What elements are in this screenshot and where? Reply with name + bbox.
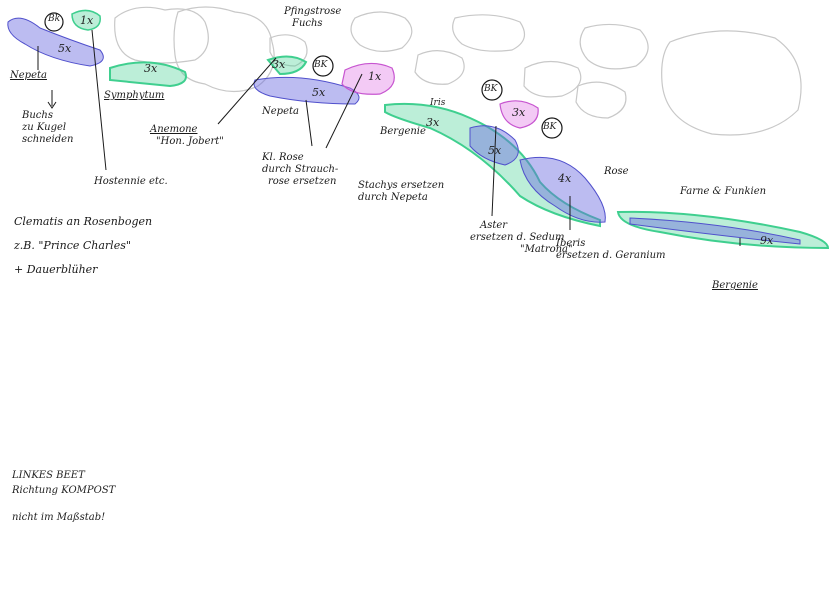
plant-count: 3x	[512, 106, 526, 119]
background-outlines	[114, 6, 802, 136]
kl-rose-line: Kl. Rose	[262, 152, 304, 163]
pfingstrose-patch	[266, 55, 308, 76]
bk-circle	[541, 117, 563, 139]
shrub-outline	[173, 6, 275, 93]
shrub-outline	[114, 6, 209, 64]
iberis-drift	[519, 156, 606, 223]
bergenie-mid-strip	[384, 102, 601, 228]
stachys-line: durch Nepeta	[358, 192, 428, 203]
plant-count: 1x	[80, 14, 94, 27]
aster-drift	[469, 125, 519, 166]
iberis-note: Iberis ersetzen d. Geranium	[556, 238, 666, 262]
shrub-outline	[523, 60, 582, 98]
plant-count: 3x	[426, 116, 440, 129]
iris-label: Iris	[430, 98, 446, 108]
bergenie-mid-label: Bergenie	[380, 126, 426, 137]
spacer	[12, 498, 115, 510]
buchs-note-line: schneiden	[22, 134, 74, 145]
anemone-label: Anemone	[150, 124, 198, 135]
bergenie-right-label: Bergenie	[712, 280, 758, 291]
clematis-line: z.B. "Prince Charles"	[14, 239, 131, 252]
bk-count: BK	[543, 122, 557, 132]
kl-rose-line: rose ersetzen	[268, 176, 337, 187]
nepeta-drifts	[7, 17, 801, 245]
farne-label: Farne & Funkien	[680, 186, 767, 197]
shrub-outline	[350, 11, 413, 52]
buchs-note: Buchs zu Kugel schneiden	[22, 110, 74, 146]
bk-count: BK	[314, 60, 328, 70]
shrub-outline	[579, 23, 649, 70]
pointer-line	[217, 57, 277, 125]
kl-rose-shape	[341, 62, 395, 95]
bk-markers	[44, 12, 563, 139]
plant-count: 3x	[272, 58, 286, 71]
small-green-circle	[71, 9, 101, 31]
shrub-outline	[575, 81, 627, 119]
aster-note: Aster ersetzen d. Sedum "Matrona"	[470, 220, 573, 256]
iberis-line: ersetzen d. Geranium	[556, 250, 666, 261]
pfingstrose-label: Pfingstrose Fuchs	[284, 6, 341, 30]
plant-count: 4x	[558, 172, 572, 185]
clematis-note: Clematis an Rosenbogen z.B. "Prince Char…	[14, 210, 152, 282]
plant-count: 5x	[488, 144, 502, 157]
plant-count: 1x	[368, 70, 382, 83]
shrub-outline	[269, 34, 308, 67]
shrub-outline	[414, 50, 465, 85]
pointer-line	[305, 99, 313, 147]
aster-line: Aster	[480, 220, 508, 231]
plant-count: 3x	[144, 62, 158, 75]
pfingstrose-line: Pfingstrose	[284, 6, 342, 17]
shrub-outline	[452, 14, 526, 52]
bed-note: LINKES BEET Richtung KOMPOST nicht im Ma…	[12, 468, 115, 525]
kl-rose-line: durch Strauch-	[262, 164, 339, 175]
nepeta-center-label: Nepeta	[262, 106, 299, 117]
pointer-arrowhead	[47, 101, 57, 109]
bed-note-line: Richtung KOMPOST	[12, 485, 116, 496]
scale-note: nicht im Maßstab!	[12, 512, 106, 523]
buchs-note-line: Buchs	[22, 110, 53, 121]
symphytum-label: Symphytum	[104, 90, 165, 101]
bk-circle	[312, 55, 334, 77]
plant-count: 5x	[312, 86, 326, 99]
pointer-lines	[37, 29, 741, 246]
pointer-line	[91, 29, 107, 171]
iberis-line: Iberis	[556, 238, 586, 249]
bed-note-line: LINKES BEET	[12, 470, 85, 481]
iris-pink-shape	[499, 100, 539, 129]
stachys-note: Stachys ersetzen durch Nepeta	[358, 180, 444, 204]
plant-count: 9x	[760, 234, 774, 247]
bk-count: Bk	[48, 14, 61, 24]
clematis-line: + Dauerblüher	[14, 263, 98, 276]
pointer-line	[491, 125, 497, 217]
nepeta-right-strip	[629, 217, 801, 245]
stachys-line: Stachys ersetzen	[358, 180, 445, 191]
anemone-variety-label: "Hon. Jobert"	[156, 136, 224, 147]
symphytum-strip	[109, 61, 187, 88]
nepeta-left-drift	[7, 17, 104, 67]
pfingstrose-line: Fuchs	[292, 18, 323, 29]
pointer-line	[325, 73, 363, 149]
aster-line: "Matrona"	[520, 244, 573, 255]
green-plantings	[109, 55, 830, 250]
rose-label: Rose	[604, 166, 629, 177]
nepeta-left-label: Nepeta	[10, 70, 47, 81]
buchs-note-line: zu Kugel	[22, 122, 67, 133]
aster-line: ersetzen d. Sedum	[470, 232, 565, 243]
hostennie-label: Hostennie etc.	[94, 176, 168, 187]
bk-circle	[44, 12, 64, 32]
nepeta-center-drift	[253, 76, 360, 105]
plant-count: 5x	[58, 42, 72, 55]
bk-count: BK	[484, 84, 498, 94]
bk-circle	[481, 79, 503, 101]
pink-plantings	[341, 62, 539, 129]
kl-rose-note: Kl. Rose durch Strauch- rose ersetzen	[262, 152, 338, 188]
clematis-line: Clematis an Rosenbogen	[14, 215, 153, 228]
tree-outline	[661, 30, 802, 136]
